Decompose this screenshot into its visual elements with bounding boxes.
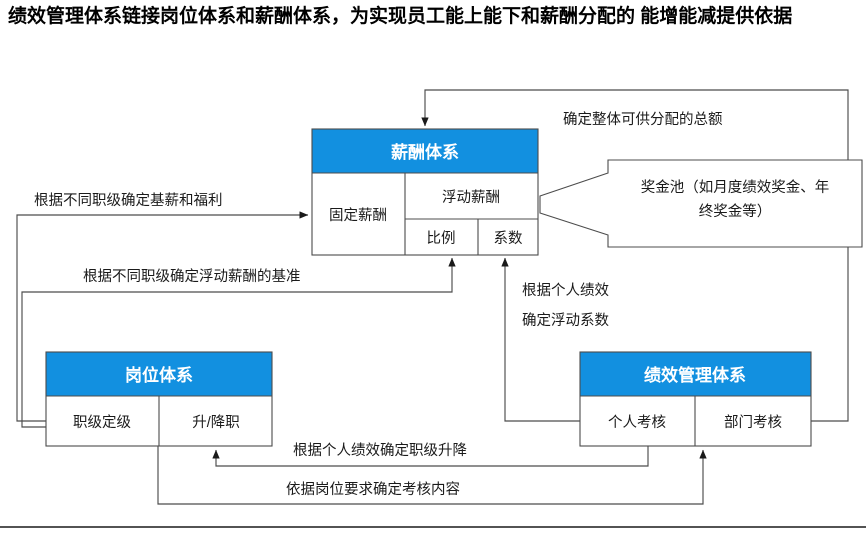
salary-coefficient-cell: 系数 <box>494 230 523 247</box>
edge-label-total-pool: 确定整体可供分配的总额 <box>563 111 723 128</box>
connector-coefficient-by-performance <box>501 257 580 422</box>
node-position-system[interactable]: 岗位体系 职级定级 升/降职 <box>45 351 273 447</box>
connector-variable-base-by-grade <box>21 257 456 428</box>
edge-label-variable-base-by-grade: 根据不同职级确定浮动薪酬的基准 <box>83 268 301 285</box>
salary-system-title: 薪酬体系 <box>391 142 459 162</box>
position-promotion-cell: 升/降职 <box>192 414 240 431</box>
bonus-pool-callout: 奖金池（如月度绩效奖金、年 终奖金等） <box>539 159 863 248</box>
connector-grade-change-by-performance <box>212 446 649 467</box>
salary-fixed-pay-cell: 固定薪酬 <box>329 207 387 224</box>
performance-system-title: 绩效管理体系 <box>644 365 746 385</box>
callout-line-2: 终奖金等） <box>699 202 772 220</box>
edge-label-base-pay-by-grade: 根据不同职级确定基薪和福利 <box>34 192 223 209</box>
page-title-line-1: 绩效管理体系链接岗位体系和薪酬体系，为实现员工能上能下和薪酬分配的 <box>8 6 636 27</box>
page-title: 绩效管理体系链接岗位体系和薪酬体系，为实现员工能上能下和薪酬分配的 能增能减提供… <box>8 4 858 31</box>
page-title-line-2: 能增能减提供依据 <box>640 6 793 27</box>
performance-department-cell: 部门考核 <box>724 414 782 431</box>
connector-appraisal-by-position <box>157 446 707 505</box>
edge-label-grade-change-by-performance: 根据个人绩效确定职级升降 <box>293 442 467 459</box>
position-system-title: 岗位体系 <box>125 365 193 385</box>
node-performance-system[interactable]: 绩效管理体系 个人考核 部门考核 <box>579 351 812 447</box>
connector-total-pool <box>421 89 849 422</box>
callout-line-1: 奖金池（如月度绩效奖金、年 <box>641 179 830 196</box>
edge-label-appraisal-by-position: 依据岗位要求确定考核内容 <box>286 481 460 498</box>
salary-variable-pay-cell: 浮动薪酬 <box>442 189 500 206</box>
node-salary-system[interactable]: 薪酬体系 固定薪酬 浮动薪酬 比例 系数 <box>311 128 539 256</box>
edge-label-coefficient-line-2: 确定浮动系数 <box>522 312 609 329</box>
position-grade-cell: 职级定级 <box>73 414 131 431</box>
salary-ratio-cell: 比例 <box>427 230 456 247</box>
edge-label-coefficient-line-1: 根据个人绩效 <box>522 282 609 299</box>
performance-individual-cell: 个人考核 <box>608 414 666 431</box>
connector-base-pay-by-grade <box>16 211 309 422</box>
